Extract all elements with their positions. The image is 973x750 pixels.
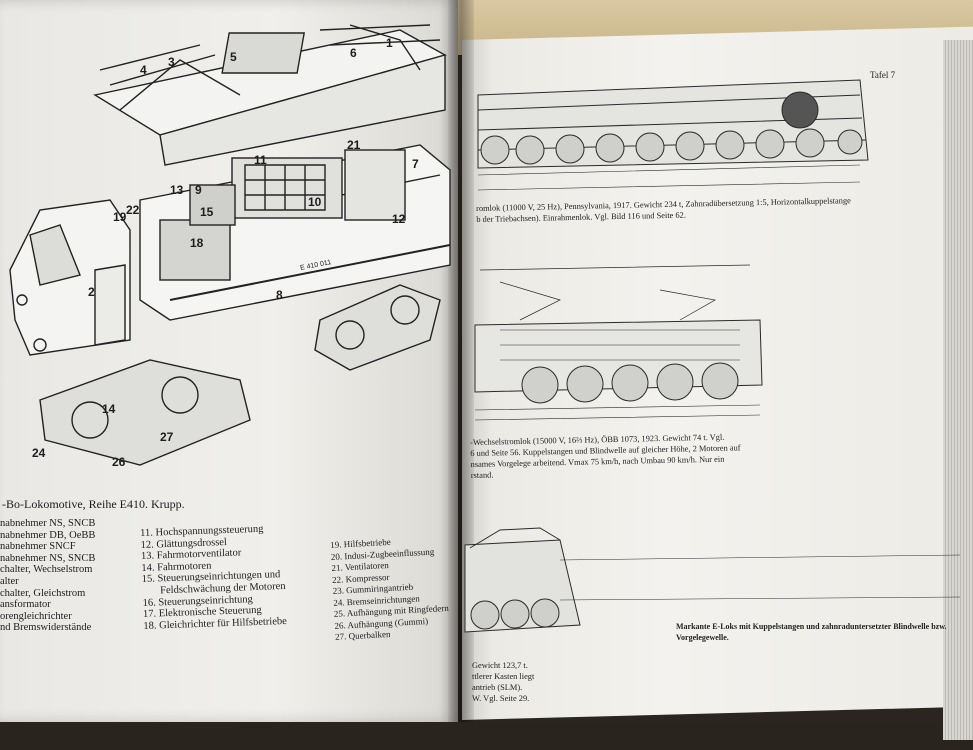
legend-item: nabnehmer SNCF (0, 541, 76, 553)
callout-26: 26 (112, 455, 126, 469)
page-edges (943, 40, 973, 740)
callout-14: 14 (102, 402, 116, 416)
callout-18: 18 (190, 236, 204, 250)
caption-line: W. Vgl. Seite 29. (472, 694, 530, 703)
legend-item: chalter, Gleichstrom (0, 587, 86, 599)
callout-3: 3 (168, 55, 175, 69)
callout-27: 27 (160, 430, 174, 444)
callout-7: 7 (412, 157, 419, 171)
legend-item: nabnehmer NS, SNCB (0, 518, 96, 529)
callout-12: 12 (392, 212, 406, 226)
legend-item: nabnehmer NS, SNCB (0, 552, 96, 564)
caption-line: Gewicht 123,7 t. (472, 661, 528, 670)
callout-19: 19 (113, 210, 127, 224)
callout-6: 6 (350, 46, 357, 60)
callout-8: 8 (276, 288, 283, 302)
side-caption: Markante E-Loks mit Kuppelstangen und za… (676, 621, 947, 643)
figure-caption: -Bo-Lokomotive, Reihe E410. Krupp. (2, 497, 185, 511)
callout-4: 4 (140, 63, 147, 77)
plate-number: Tafel 7 (870, 70, 896, 80)
caption-line: Markante E-Loks mit Kuppelstangen und za… (676, 622, 947, 631)
callout-5: 5 (230, 50, 237, 64)
callout-13: 13 (170, 183, 184, 197)
callout-15: 15 (200, 205, 214, 219)
legend-item: nabnehmer DB, OeBB (0, 529, 96, 541)
caption-middle: -Wechselstromlok (15000 V, 16⅔ Hz), ÖBB … (470, 431, 741, 481)
legend-item: orengleichrichter (0, 610, 72, 622)
callout-24: 24 (32, 446, 46, 460)
callout-2: 2 (88, 285, 95, 299)
legend-column-1: nabnehmer NS, SNCB nabnehmer DB, OeBB na… (0, 518, 95, 634)
caption-line: Vorgelegewelle. (676, 633, 729, 642)
caption-line: antrieb (SLM). (472, 683, 523, 692)
callout-1: 1 (386, 36, 393, 50)
callout-11: 11 (254, 153, 267, 167)
callout-21: 21 (347, 138, 361, 152)
legend-item: alter (0, 575, 19, 587)
legend-item: chalter, Wechselstrom (0, 564, 93, 576)
callout-10: 10 (308, 195, 322, 209)
callout-9: 9 (195, 183, 202, 197)
caption-line: ttlerer Kasten liegt (472, 672, 535, 681)
caption-bottom: Gewicht 123,7 t. ttlerer Kasten liegt an… (472, 660, 534, 704)
callout-22: 22 (126, 203, 140, 217)
legend-item: nd Bremswiderstände (0, 622, 92, 634)
legend-item: ansformator (0, 599, 51, 611)
